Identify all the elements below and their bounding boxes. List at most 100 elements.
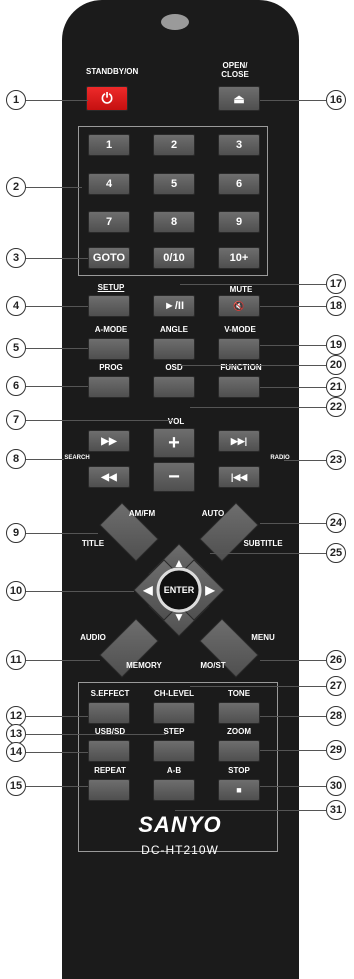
callout-16: 16 [326, 90, 346, 110]
rewind-button[interactable]: ◀◀ [88, 466, 130, 488]
callout-30: 30 [326, 776, 346, 796]
num-button-3[interactable]: 3 [218, 134, 260, 156]
osd-button[interactable] [153, 376, 195, 398]
menu-label: MENU [251, 633, 275, 642]
callout-15: 15 [6, 776, 26, 796]
num-button-1[interactable]: 1 [88, 134, 130, 156]
zoom-label: ZOOM [227, 727, 251, 736]
mute-button[interactable]: 🔇 [218, 295, 260, 317]
callout-19: 19 [326, 335, 346, 355]
goto-button[interactable]: GOTO [88, 247, 130, 269]
leader-24 [260, 523, 326, 524]
leader-12 [26, 716, 88, 717]
leader-25 [210, 553, 326, 554]
vmode-label: V-MODE [224, 325, 256, 334]
leader-30 [260, 786, 326, 787]
leader-3 [26, 258, 88, 259]
leader-8 [26, 459, 64, 460]
stop-button[interactable]: ■ [218, 779, 260, 801]
ir-sensor [161, 14, 189, 30]
leader-31 [175, 810, 326, 811]
usbsd-button[interactable] [88, 740, 130, 762]
num-button-10-plus[interactable]: 10+ [218, 247, 260, 269]
step-button[interactable] [153, 740, 195, 762]
bottom-frame [78, 682, 278, 852]
vol-up-button[interactable]: + [153, 428, 195, 458]
leader-16 [260, 100, 326, 101]
callout-11: 11 [6, 650, 26, 670]
num-button-8[interactable]: 8 [153, 211, 195, 233]
num-button-6[interactable]: 6 [218, 173, 260, 195]
power-button[interactable]: ⏻ [86, 86, 128, 111]
leader-6 [26, 386, 88, 387]
angle-label: ANGLE [160, 325, 188, 334]
leader-15 [26, 786, 88, 787]
zoom-button[interactable] [218, 740, 260, 762]
leader-21 [260, 387, 326, 388]
title-button[interactable] [99, 502, 159, 562]
num-button-7[interactable]: 7 [88, 211, 130, 233]
amode-label: A-MODE [94, 325, 128, 334]
prog-button[interactable] [88, 376, 130, 398]
callout-26: 26 [326, 650, 346, 670]
num-button-4[interactable]: 4 [88, 173, 130, 195]
mute-label: MUTE [229, 285, 253, 294]
subtitle-button[interactable] [199, 502, 259, 562]
callout-17: 17 [326, 274, 346, 294]
usbsd-label: USB/SD [94, 727, 126, 736]
leader-2 [26, 187, 82, 188]
amode-button[interactable] [88, 338, 130, 360]
function-button[interactable] [218, 376, 260, 398]
eject-button[interactable]: ⏏ [218, 86, 260, 111]
previous-button[interactable]: |◀◀ [218, 466, 260, 488]
callout-24: 24 [326, 513, 346, 533]
num-button-0-10[interactable]: 0/10 [153, 247, 195, 269]
enter-ring [156, 567, 202, 613]
title-label: TITLE [81, 539, 105, 548]
radio-label: RADIO [270, 455, 290, 461]
numpad-frame [78, 126, 268, 276]
auto-label: AUTO [201, 509, 225, 518]
seffect-button[interactable] [88, 702, 130, 724]
ab-label: A-B [166, 766, 182, 775]
num-button-2[interactable]: 2 [153, 134, 195, 156]
callout-4: 4 [6, 296, 26, 316]
callout-31: 31 [326, 800, 346, 820]
callout-3: 3 [6, 248, 26, 268]
subtitle-label: SUBTITLE [243, 539, 283, 548]
leader-28 [260, 716, 326, 717]
leader-10 [26, 591, 134, 592]
num-button-5[interactable]: 5 [153, 173, 195, 195]
leader-22 [190, 407, 326, 408]
leader-17 [180, 284, 326, 285]
callout-29: 29 [326, 740, 346, 760]
angle-button[interactable] [153, 338, 195, 360]
search-label: SEARCH [64, 455, 90, 461]
leader-19 [260, 345, 326, 346]
ab-button[interactable] [153, 779, 195, 801]
leader-29 [260, 750, 326, 751]
most-label: MO/ST [200, 661, 226, 670]
next-button[interactable]: ▶▶| [218, 430, 260, 452]
audio-button[interactable] [99, 618, 159, 678]
chlevel-button[interactable] [153, 702, 195, 724]
mute-icon: 🔇 [233, 300, 245, 311]
tone-button[interactable] [218, 702, 260, 724]
down-arrow-icon: ▼ [173, 610, 185, 624]
enter-button[interactable]: ENTER [163, 585, 195, 595]
play-pause-button[interactable]: ►/II [153, 295, 195, 317]
chlevel-label: CH-LEVEL [154, 689, 194, 698]
repeat-button[interactable] [88, 779, 130, 801]
setup-button[interactable] [88, 295, 130, 317]
function-label: FUNCTION [220, 363, 262, 372]
fast-forward-button[interactable]: ▶▶ [88, 430, 130, 452]
vmode-button[interactable] [218, 338, 260, 360]
callout-23: 23 [326, 450, 346, 470]
menu-button[interactable] [199, 618, 259, 678]
num-button-9[interactable]: 9 [218, 211, 260, 233]
leader-27 [190, 686, 326, 687]
callout-28: 28 [326, 706, 346, 726]
callout-22: 22 [326, 397, 346, 417]
vol-down-button[interactable]: − [153, 462, 195, 492]
callout-10: 10 [6, 581, 26, 601]
